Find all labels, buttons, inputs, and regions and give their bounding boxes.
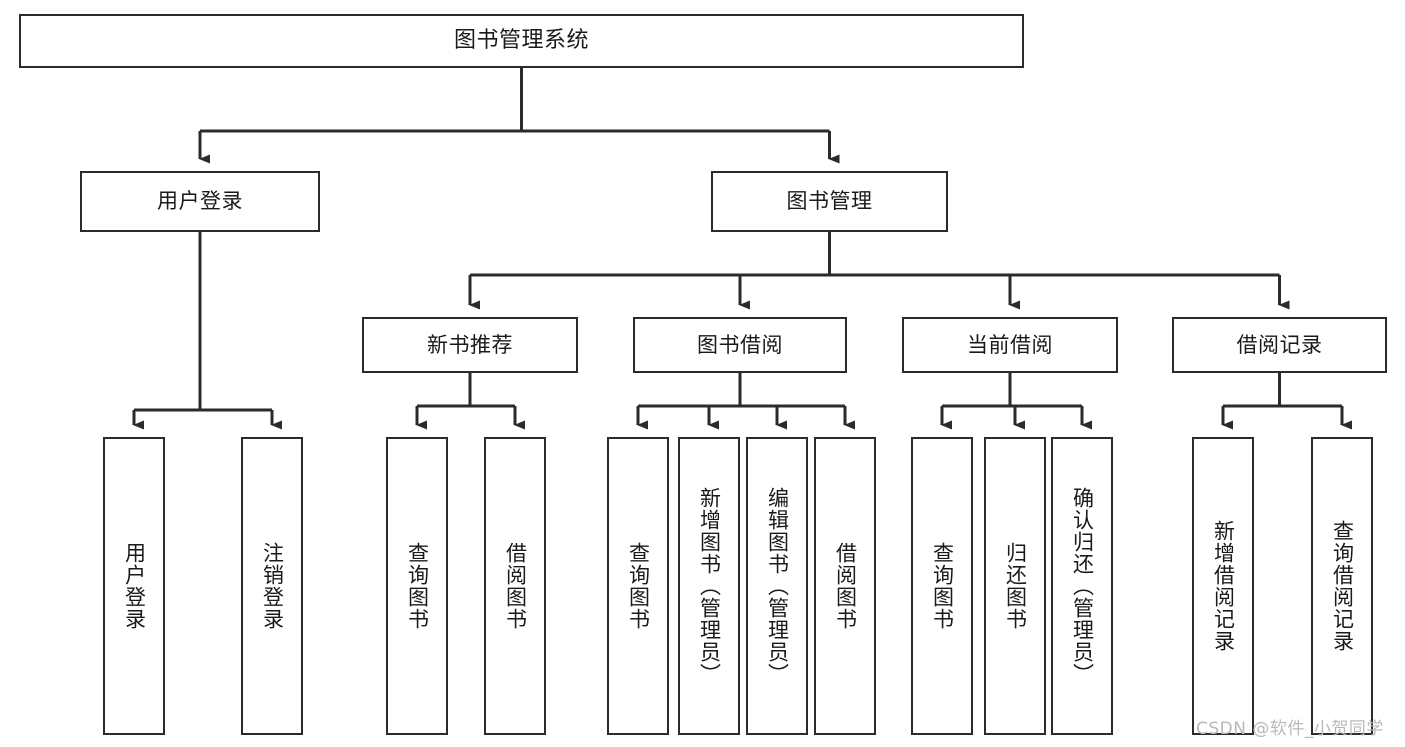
node-label: 查询图书 bbox=[930, 542, 955, 630]
node-leaf-confirm[interactable]: 确认归还（管理员） bbox=[1051, 437, 1113, 735]
node-label: 查询图书 bbox=[626, 542, 651, 630]
node-label: 借阅记录 bbox=[1236, 332, 1323, 357]
node-label: 图书管理系统 bbox=[453, 27, 589, 53]
node-leaf-query-1[interactable]: 查询图书 bbox=[386, 437, 448, 735]
node-label: 查询借阅记录 bbox=[1330, 520, 1355, 652]
node-leaf-edit-book[interactable]: 编辑图书（管理员） bbox=[746, 437, 808, 735]
node-leaf-add-book[interactable]: 新增图书（管理员） bbox=[678, 437, 740, 735]
node-root[interactable]: 图书管理系统 bbox=[19, 14, 1024, 68]
node-label: 用户登录 bbox=[122, 542, 147, 630]
node-label: 图书管理 bbox=[786, 189, 873, 214]
node-new-book-rec[interactable]: 新书推荐 bbox=[362, 317, 578, 373]
node-leaf-user-login[interactable]: 用户登录 bbox=[103, 437, 165, 735]
node-label: 归还图书 bbox=[1003, 542, 1028, 630]
node-label: 借阅图书 bbox=[833, 542, 858, 630]
node-label: 新增图书（管理员） bbox=[697, 487, 722, 685]
node-leaf-borrow-2[interactable]: 借阅图书 bbox=[814, 437, 876, 735]
node-label: 借阅图书 bbox=[503, 542, 528, 630]
node-leaf-add-rec[interactable]: 新增借阅记录 bbox=[1192, 437, 1254, 735]
csdn-watermark: CSDN @软件_小贺同学 bbox=[1196, 719, 1384, 739]
node-label: 图书借阅 bbox=[697, 332, 783, 357]
node-label: 新书推荐 bbox=[427, 332, 513, 357]
node-label: 编辑图书（管理员） bbox=[765, 487, 790, 685]
node-leaf-query-rec[interactable]: 查询借阅记录 bbox=[1311, 437, 1373, 735]
node-label: 查询图书 bbox=[405, 542, 430, 630]
node-label: 用户登录 bbox=[157, 189, 243, 214]
node-book-borrow[interactable]: 图书借阅 bbox=[633, 317, 847, 373]
node-current-borrow[interactable]: 当前借阅 bbox=[902, 317, 1118, 373]
node-book-manage[interactable]: 图书管理 bbox=[711, 171, 948, 232]
node-leaf-logout[interactable]: 注销登录 bbox=[241, 437, 303, 735]
node-user-login[interactable]: 用户登录 bbox=[80, 171, 320, 232]
node-leaf-return[interactable]: 归还图书 bbox=[984, 437, 1046, 735]
node-label: 新增借阅记录 bbox=[1211, 520, 1236, 652]
node-label: 当前借阅 bbox=[967, 332, 1053, 357]
node-label: 注销登录 bbox=[260, 542, 285, 630]
node-leaf-borrow-1[interactable]: 借阅图书 bbox=[484, 437, 546, 735]
node-leaf-query-2[interactable]: 查询图书 bbox=[607, 437, 669, 735]
node-leaf-query-3[interactable]: 查询图书 bbox=[911, 437, 973, 735]
node-borrow-record[interactable]: 借阅记录 bbox=[1172, 317, 1387, 373]
node-label: 确认归还（管理员） bbox=[1070, 487, 1095, 685]
